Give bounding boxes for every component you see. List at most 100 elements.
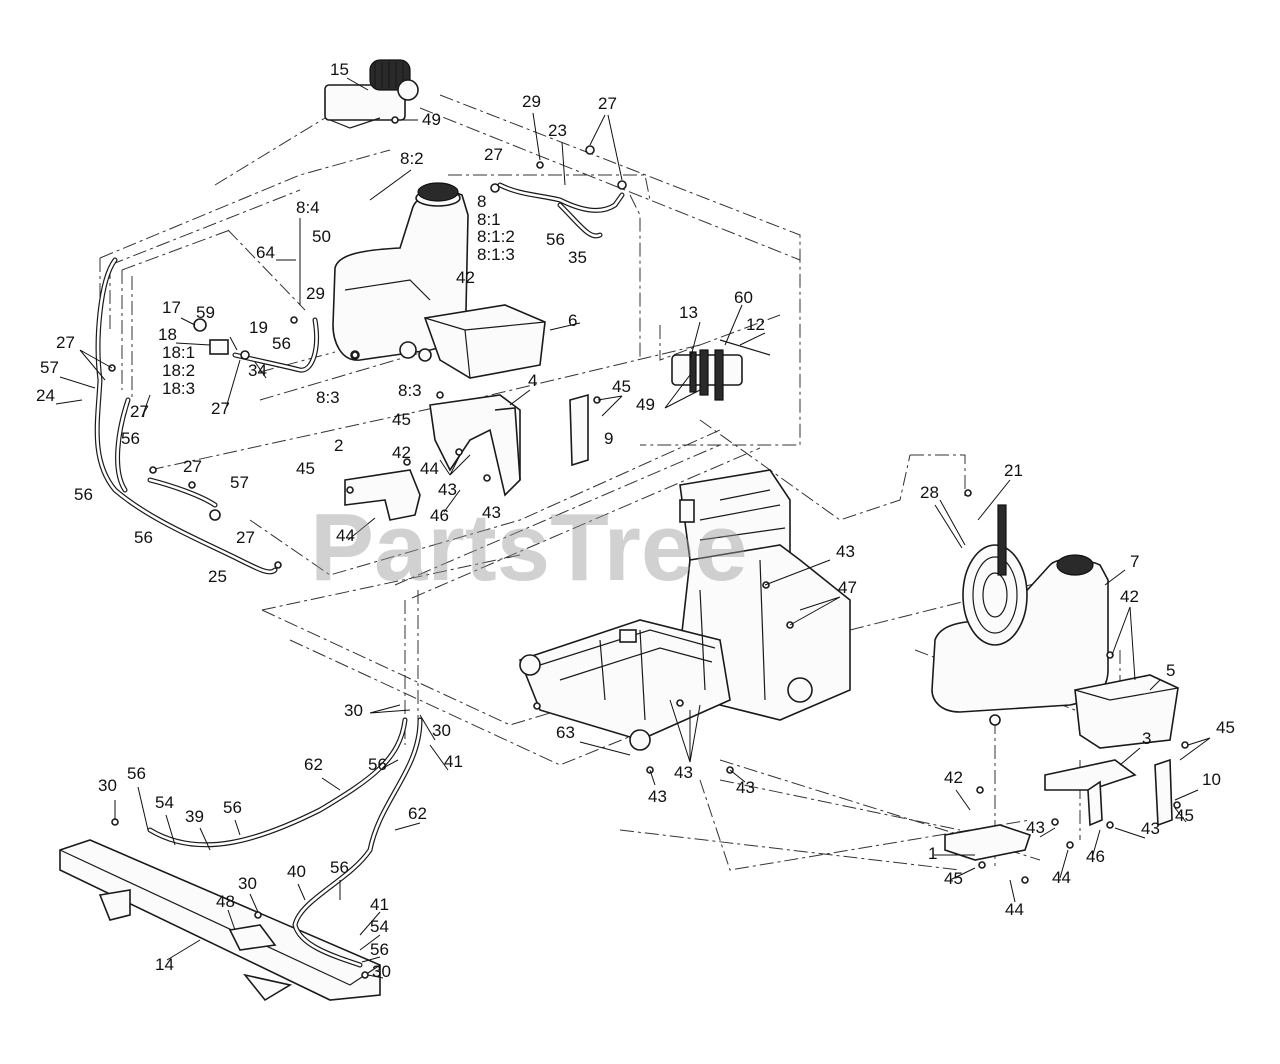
callout-label: 60: [734, 288, 753, 307]
callout-label: 44: [1005, 900, 1024, 919]
callout-label: 27: [56, 333, 75, 352]
bracket-1: [944, 824, 1032, 861]
callout-label: 19: [249, 318, 268, 337]
callout-label: 62: [408, 804, 427, 823]
callout-label: 27: [211, 399, 230, 418]
callout-label: 13: [679, 303, 698, 322]
callout-label: 43: [438, 480, 457, 499]
callout-label: 10: [1202, 770, 1221, 789]
callout-label: 5: [1166, 661, 1175, 680]
callout-label: 59: [196, 303, 215, 322]
plate-9: [569, 393, 589, 467]
spray-boom: [59, 839, 381, 1002]
callout-label: 43: [1026, 818, 1045, 837]
callout-label: 24: [36, 386, 55, 405]
callout-label: 41: [444, 752, 463, 771]
callout-label: 56: [368, 755, 387, 774]
callout-label: 45: [392, 410, 411, 429]
callout-label: 47: [838, 578, 857, 597]
callout-label: 44: [420, 459, 439, 478]
callout-label: 45: [944, 869, 963, 888]
callout-label: 43: [836, 542, 855, 561]
leader-lines: [55, 77, 1211, 979]
pump-assembly: [324, 59, 419, 129]
callout-label: 44: [336, 526, 355, 545]
callout-label: 7: [1130, 552, 1139, 571]
callout-label: 27: [484, 145, 503, 164]
callout-label: 8:3: [398, 381, 422, 400]
callout-label: 28: [920, 483, 939, 502]
callout-label: 42: [1120, 587, 1139, 606]
callout-label: 23: [548, 121, 567, 140]
callout-label: 56: [121, 429, 140, 448]
callout-label: 62: [304, 755, 323, 774]
callout-label: 6: [568, 311, 577, 330]
callout-label: 40: [287, 862, 306, 881]
hoses: [94, 182, 625, 968]
callout-label: 44: [1052, 868, 1071, 887]
callout-label: 42: [456, 268, 475, 287]
callout-label: 21: [1004, 461, 1023, 480]
callout-label: 17: [162, 298, 181, 317]
callout-label: 48: [216, 892, 235, 911]
callout-label: 3: [1142, 729, 1151, 748]
callout-label: 18:2: [162, 361, 195, 380]
callout-label: 45: [1216, 718, 1235, 737]
bracket-4: [429, 394, 521, 497]
callout-label: 45: [612, 377, 631, 396]
callout-label: 46: [430, 506, 449, 525]
callout-label: 30: [432, 721, 451, 740]
callout-label: 8:2: [400, 149, 424, 168]
callout-label: 2: [334, 436, 343, 455]
callout-label: 56: [330, 858, 349, 877]
callout-label: 15: [330, 60, 349, 79]
callout-label: 63: [556, 723, 575, 742]
callout-label: 49: [422, 110, 441, 129]
callout-label: 8:3: [316, 388, 340, 407]
callout-label: 18: [158, 325, 177, 344]
callout-label: 56: [223, 798, 242, 817]
valve-manifold: [671, 339, 771, 401]
callout-label: 56: [272, 334, 291, 353]
callout-label: 27: [183, 457, 202, 476]
fasteners: [108, 116, 1189, 979]
callout-label: 57: [230, 473, 249, 492]
bracket-3: [1044, 759, 1137, 827]
callout-label: 18:1: [162, 343, 195, 362]
callout-label: 29: [522, 92, 541, 111]
callout-label: 18:3: [162, 379, 195, 398]
callout-label: 64: [256, 243, 275, 262]
callout-label: 43: [482, 503, 501, 522]
callout-label: 56: [127, 764, 146, 783]
callout-label: 41: [370, 895, 389, 914]
callout-label: 43: [674, 763, 693, 782]
callout-label: 39: [185, 807, 204, 826]
callout-label: 8:1: [477, 210, 501, 229]
callout-label: 8:1:2: [477, 227, 515, 246]
tray-5: [1074, 674, 1179, 749]
callout-label: 9: [604, 429, 613, 448]
tray-6: [423, 304, 546, 379]
callout-label: 25: [208, 567, 227, 586]
callout-label: 27: [598, 94, 617, 113]
callout-label: 29: [306, 284, 325, 303]
callout-label: 45: [296, 459, 315, 478]
callout-label: 30: [344, 701, 363, 720]
callout-label: 27: [130, 402, 149, 421]
callout-label: 8:4: [296, 198, 320, 217]
callout-label: 43: [648, 787, 667, 806]
callout-label: 42: [944, 768, 963, 787]
callout-label: 4: [528, 371, 537, 390]
bracket-2: [344, 469, 421, 521]
mower-frame: [518, 469, 851, 751]
callout-label: 56: [134, 528, 153, 547]
callout-label: 14: [155, 955, 174, 974]
watermark: PartsTree: [310, 494, 748, 601]
callout-label: 56: [74, 485, 93, 504]
callout-label: 50: [312, 227, 331, 246]
callout-label: 8:1:3: [477, 245, 515, 264]
callout-label: 30: [372, 962, 391, 981]
callout-label: 8: [477, 192, 486, 211]
